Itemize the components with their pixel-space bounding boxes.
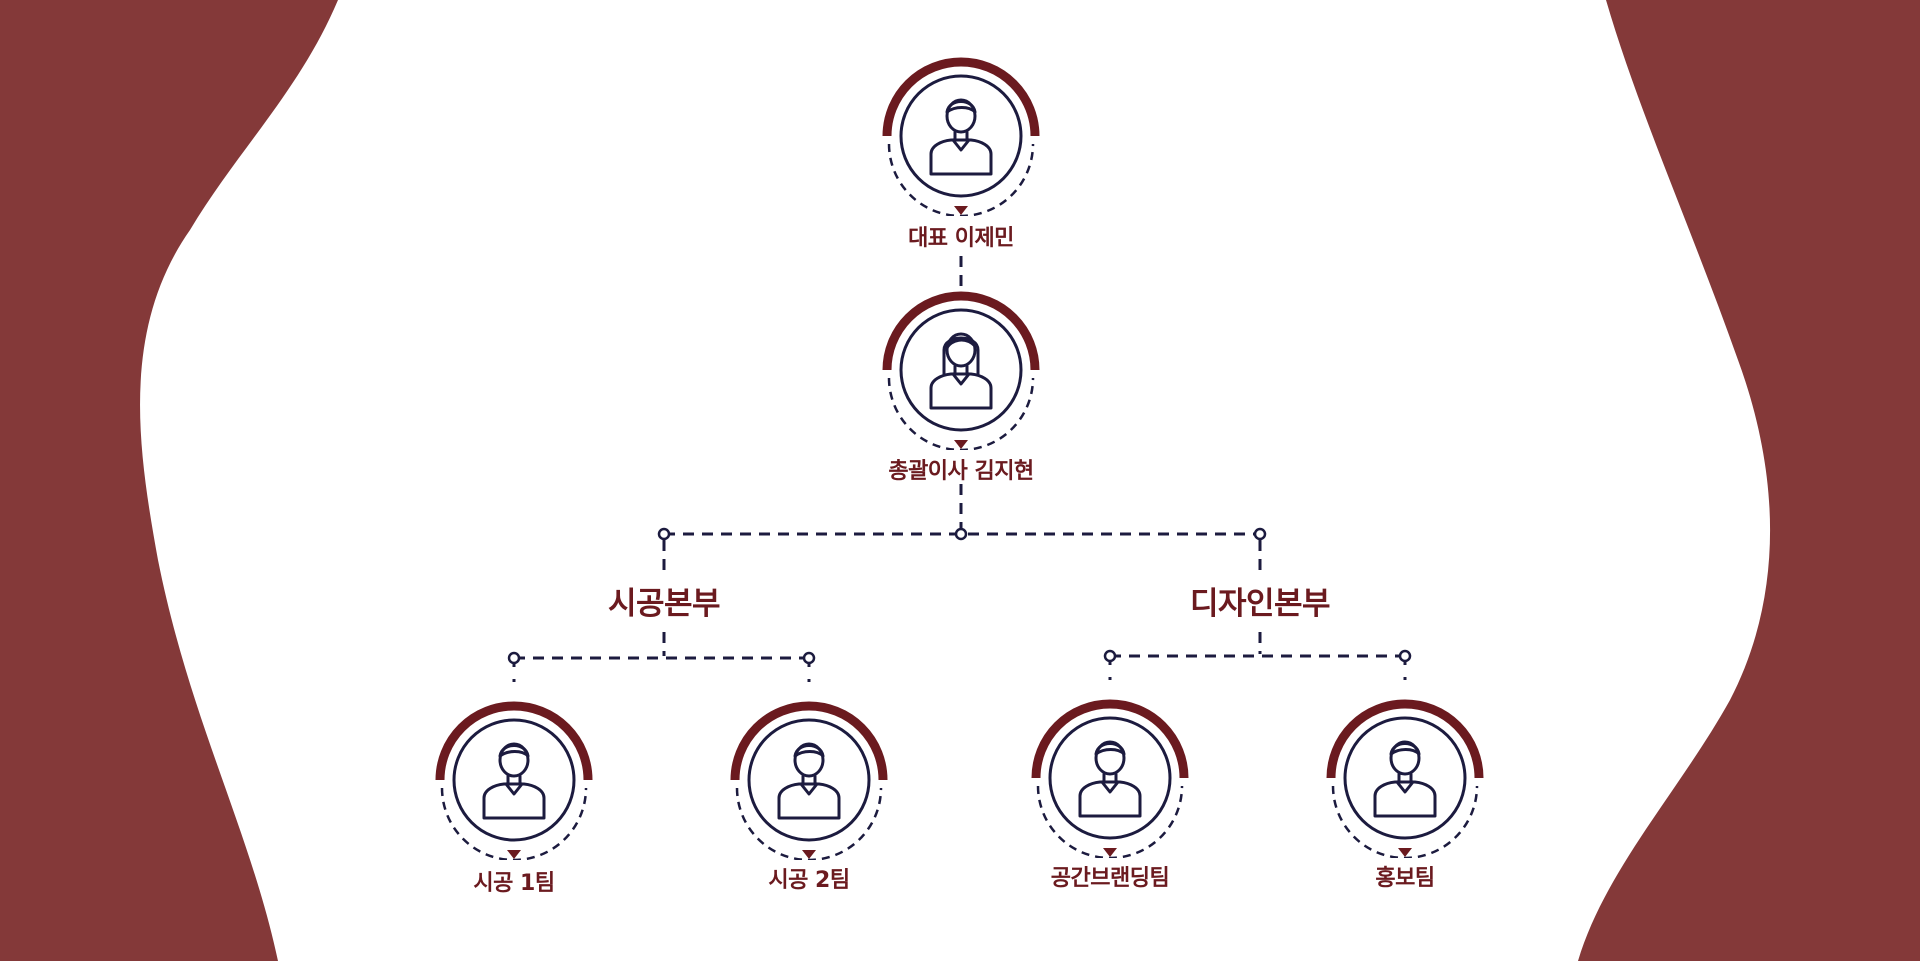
label-team-construction-2: 시공 2팀 [768, 868, 850, 893]
ring-dashed-arc [440, 787, 588, 860]
joint-team1 [507, 651, 521, 665]
male-person-icon [929, 98, 993, 176]
node-director [881, 290, 1041, 450]
ring-accent-arc [882, 291, 1040, 371]
ring-accent-arc [882, 57, 1040, 137]
pointer-triangle-icon [954, 440, 968, 449]
label-team-pr: 홍보팀 [1375, 866, 1435, 891]
ring-accent-arc [1031, 699, 1189, 779]
ring-dashed-arc [887, 377, 1035, 450]
joint-right [1253, 527, 1267, 541]
ring-dashed-arc [1331, 785, 1479, 858]
ring-accent-arc [730, 701, 888, 781]
ring-accent-arc [435, 701, 593, 781]
avatar-circle [452, 718, 576, 842]
pointer-triangle-icon [954, 206, 968, 215]
avatar-circle [1343, 716, 1467, 840]
pointer-triangle-icon [507, 850, 521, 859]
node-team-branding [1030, 698, 1190, 858]
left-wave [0, 0, 338, 961]
male-person-icon [1373, 740, 1437, 818]
dept-label-construction: 시공본부 [607, 586, 721, 622]
node-team-construction-1 [434, 700, 594, 860]
node-team-pr [1325, 698, 1485, 858]
dept-label-design: 디자인본부 [1189, 586, 1331, 622]
ring-dashed-arc [887, 143, 1035, 216]
node-ceo [881, 56, 1041, 216]
joint-team2 [802, 651, 816, 665]
ring-dashed-arc [1036, 785, 1184, 858]
label-director: 총괄이사 김지현 [888, 459, 1034, 484]
joint-left [657, 527, 671, 541]
node-team-construction-2 [729, 700, 889, 860]
right-wave [1578, 0, 1920, 961]
male-person-icon [482, 742, 546, 820]
joint-hub [954, 527, 968, 541]
label-ceo: 대표 이제민 [908, 226, 1014, 251]
joint-pr [1398, 649, 1412, 663]
avatar-circle [747, 718, 871, 842]
pointer-triangle-icon [1103, 848, 1117, 857]
label-team-branding: 공간브랜딩팀 [1050, 866, 1170, 891]
avatar-circle [1048, 716, 1172, 840]
avatar-circle [899, 74, 1023, 198]
pointer-triangle-icon [802, 850, 816, 859]
avatar-circle [899, 308, 1023, 432]
ring-accent-arc [1326, 699, 1484, 779]
ring-dashed-arc [735, 787, 883, 860]
male-person-icon [777, 742, 841, 820]
label-team-construction-1: 시공 1팀 [473, 871, 555, 896]
female-person-icon [929, 332, 993, 410]
male-person-icon [1078, 740, 1142, 818]
pointer-triangle-icon [1398, 848, 1412, 857]
joint-branding [1103, 649, 1117, 663]
